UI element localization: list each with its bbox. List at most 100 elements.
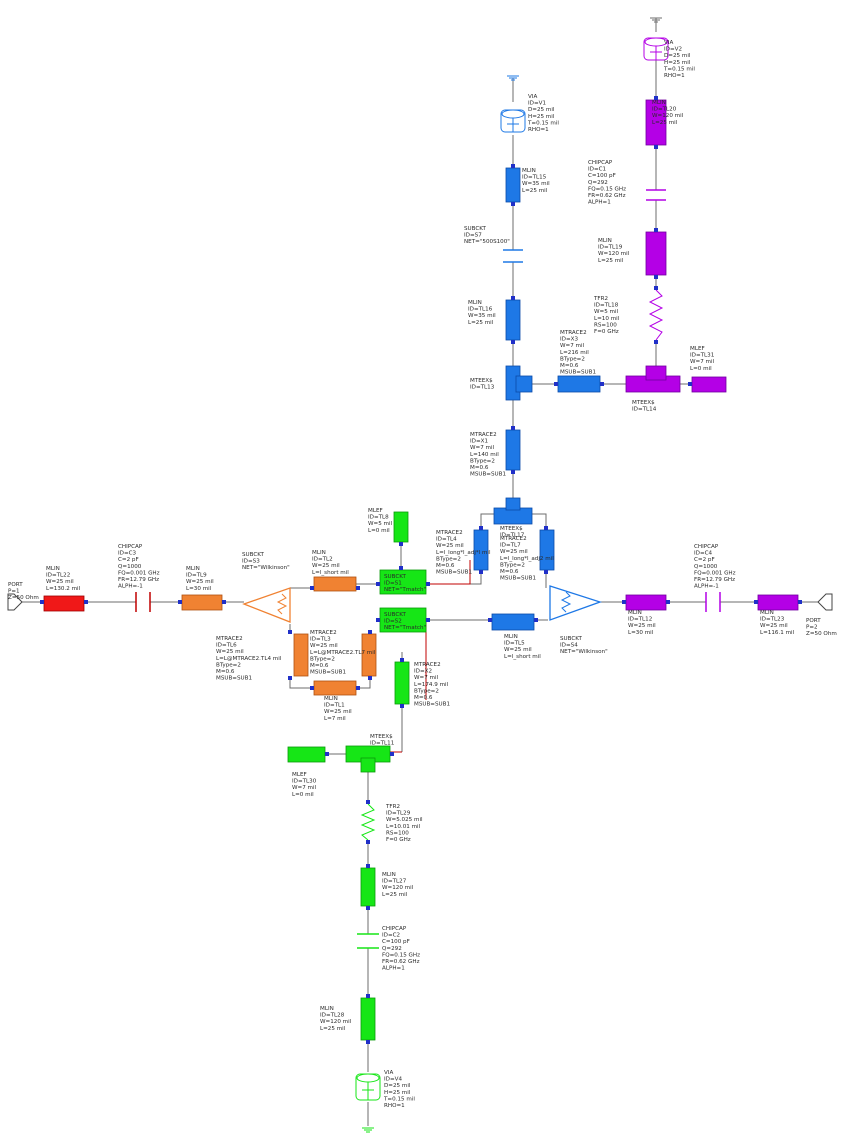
label-line: W=5 mil xyxy=(368,521,393,527)
label-line: MSUB=SUB1 xyxy=(414,702,450,708)
label-line: M=0.6 xyxy=(216,669,235,675)
label-line: H=25 mil xyxy=(528,114,555,120)
label-line: L=l_long*l_adj*l mil xyxy=(436,550,491,556)
label-line: RS=100 xyxy=(386,830,409,836)
label-line: ID=TL13 xyxy=(470,385,495,391)
label-line: W=7 mil xyxy=(292,785,317,791)
label-line: D=25 mil xyxy=(528,107,555,113)
label-line: L=30 mil xyxy=(628,630,654,636)
label-line: ID=TL11 xyxy=(370,741,395,747)
label-line: BType=2 xyxy=(500,562,525,568)
mteex-tl17[interactable]: MTEEX$ID=TL17 xyxy=(493,497,533,539)
label-line: L=10.01 mil xyxy=(386,824,421,830)
label-line: W=25 mil xyxy=(310,643,338,649)
label-line: ID=TL17 xyxy=(500,533,525,539)
label-line: M=0.6 xyxy=(414,695,433,701)
label-line: L=25 mil xyxy=(468,320,494,326)
label-line: MLEF xyxy=(292,772,307,778)
label-line: FQ=0.001 GHz xyxy=(118,570,160,576)
label-line: L=25 mil xyxy=(382,892,408,898)
label-line: W=25 mil xyxy=(436,543,464,549)
label-line: W=25 mil xyxy=(46,579,74,585)
label-line: ID=TL6 xyxy=(216,643,237,649)
label-line: ID=V2 xyxy=(664,47,682,53)
label-line: ID=TL23 xyxy=(760,617,785,623)
label-line: MTRACE2 xyxy=(500,536,527,542)
label-line: RHO=1 xyxy=(528,127,549,133)
label-line: L=0 mil xyxy=(292,792,314,798)
label-line: TFR2 xyxy=(385,804,400,810)
label-line: RS=100 xyxy=(594,322,617,328)
mteex-tl11[interactable]: MTEEX$ID=TL11 xyxy=(345,734,395,773)
label-line: Q=292 xyxy=(588,180,608,186)
label-line: MLIN xyxy=(320,1006,334,1012)
mteex-tl14[interactable]: MTEEX$ID=TL14 xyxy=(625,365,681,413)
label-line: VIA xyxy=(528,94,537,100)
label-line: W=120 mil xyxy=(320,1019,352,1025)
mteex-tl13[interactable]: MTEEX$ID=TL13 xyxy=(470,365,533,401)
label-line: VIA xyxy=(384,1070,393,1076)
label-line: PORT xyxy=(806,618,821,624)
label-line: C=100 pF xyxy=(588,173,616,179)
label-line: ID=TL2 xyxy=(312,557,333,563)
label-line: W=25 mil xyxy=(324,709,352,715)
label-line: ID=S1 xyxy=(384,581,402,587)
label-line: W=25 mil xyxy=(500,549,528,555)
label-line: MSUB=SUB1 xyxy=(470,472,506,478)
label-line: SUBCKT xyxy=(464,226,487,232)
label-line: MTEEX$ xyxy=(500,526,523,532)
label-line: T=0.15 mil xyxy=(383,1096,415,1102)
label-line: L=25 mil xyxy=(320,1026,346,1032)
label-line: W=7 mil xyxy=(690,359,715,365)
label-line: NET="Wilkinson" xyxy=(560,649,608,655)
label-line: D=25 mil xyxy=(664,53,691,59)
label-line: MSUB=SUB1 xyxy=(216,676,252,682)
label-line: FR=12.79 GHz xyxy=(118,577,159,583)
label-line: L=0 mil xyxy=(368,528,390,534)
label-line: BType=2 xyxy=(414,688,439,694)
